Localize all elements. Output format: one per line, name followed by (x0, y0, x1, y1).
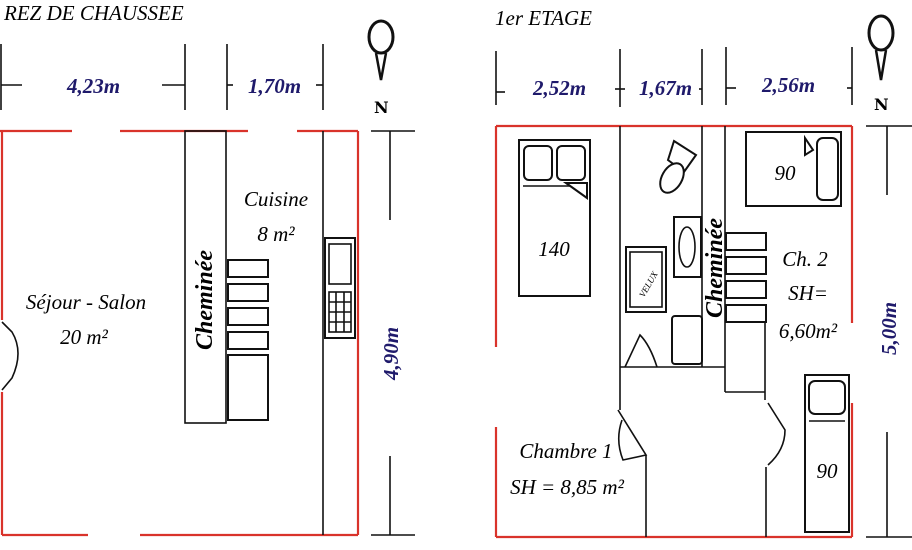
chambre2-sh: SH= (788, 281, 828, 305)
first-width-dimension (495, 47, 853, 107)
cuisine-name: Cuisine (244, 187, 308, 211)
north-arrow-icon (867, 14, 895, 81)
single-bed-top-icon (745, 131, 842, 207)
chambre2-area: 6,60m² (779, 319, 838, 343)
first-chimney-label: Cheminée (702, 218, 728, 318)
ground-chimney-label: Cheminée (192, 250, 218, 350)
ground-chimney (184, 130, 227, 424)
ground-floor-title: REZ DE CHAUSSEE (3, 1, 184, 25)
ground-north-label: N (374, 98, 389, 117)
first-floor-plan: 1er ETAGE 2,52m 1,67m 2,56m N (494, 6, 912, 539)
first-closet (725, 232, 767, 323)
first-width-1: 2,52m (532, 76, 586, 100)
cuisine-area: 8 m² (257, 222, 295, 246)
single-bed-right-icon (804, 374, 850, 533)
chambre2-door-icon (767, 402, 786, 466)
toilet-icon (659, 139, 698, 194)
shower-tray (671, 315, 703, 365)
first-north-label: N (874, 95, 889, 114)
chambre1-name: Chambre 1 (519, 439, 612, 463)
single-bed-right-size: 90 (817, 459, 839, 483)
sejour-area: 20 m² (60, 325, 108, 349)
single-bed-top-size: 90 (775, 161, 797, 185)
ground-width-1: 4,23m (66, 74, 120, 98)
ground-kitchen-cabinets (227, 259, 269, 421)
chambre2-name: Ch. 2 (782, 247, 828, 271)
chambre1-door-icon (617, 409, 648, 461)
velux-window (625, 246, 667, 313)
ground-depth-label: 4,90m (379, 327, 403, 381)
first-width-3: 2,56m (761, 73, 815, 97)
double-bed-size: 140 (538, 237, 570, 261)
ground-depth-dimension (371, 130, 415, 536)
stove-icon (324, 237, 356, 339)
first-exterior-walls (494, 124, 854, 539)
ground-width-2: 1,70m (248, 74, 301, 98)
bathroom-door-icon (624, 333, 658, 368)
ground-entry-door-icon (1, 321, 19, 391)
first-depth-dimension (866, 125, 912, 538)
first-depth-label: 5,00m (877, 302, 901, 355)
ground-floor-plan: REZ DE CHAUSSEE 4,23m 1,70m N Cheminée (0, 1, 415, 537)
first-floor-title: 1er ETAGE (495, 6, 592, 30)
sink-icon (673, 216, 702, 278)
ground-width-dimension (0, 44, 324, 110)
north-arrow-icon (367, 19, 395, 81)
first-width-2: 1,67m (639, 76, 692, 100)
sejour-name: Séjour - Salon (26, 290, 146, 314)
chambre1-area: SH = 8,85 m² (510, 475, 625, 499)
double-bed-icon (518, 139, 591, 297)
